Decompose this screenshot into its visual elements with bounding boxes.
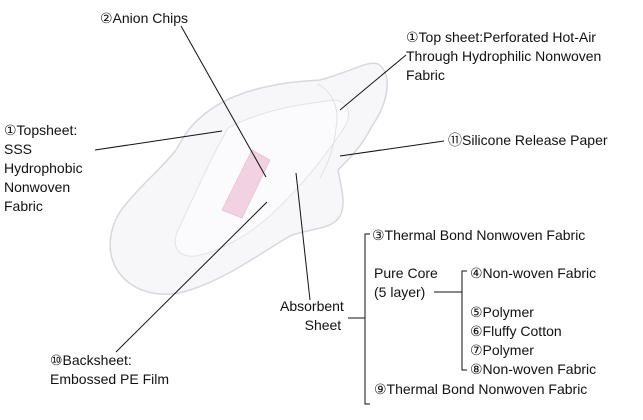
label-absorbent-sheet: Absorbent Sheet bbox=[280, 298, 344, 333]
label-silicone-release-paper: ⑪Silicone Release Paper bbox=[448, 132, 608, 148]
label-top-sheet-perforated: ①Top sheet:Perforated Hot-Air Through Hy… bbox=[406, 29, 602, 83]
label-backsheet: ⑩Backsheet: Embossed PE Film bbox=[50, 352, 170, 387]
label-thermal-bond-top: ③Thermal Bond Nonwoven Fabric bbox=[372, 227, 586, 243]
label-core-layers-5-8: ⑤Polymer ⑥Fluffy Cotton ⑦Polymer ⑧Non-wo… bbox=[470, 304, 597, 377]
line-top-sheet bbox=[339, 54, 407, 111]
line-absorbent bbox=[295, 172, 311, 301]
label-core-layer-4: ④Non-woven Fabric bbox=[470, 265, 597, 281]
line-backsheet bbox=[115, 201, 268, 353]
label-topsheet-sss: ①Topsheet: SSS Hydrophobic Nonwoven Fabr… bbox=[4, 122, 83, 214]
pad-wing-edge bbox=[317, 83, 338, 179]
absorbent-strip bbox=[221, 149, 271, 219]
bracket-core bbox=[461, 270, 467, 371]
line-topsheet-sss bbox=[94, 130, 223, 151]
bracket-main bbox=[364, 233, 370, 405]
pad-inner-channel bbox=[174, 99, 349, 257]
label-thermal-bond-bottom: ⑨Thermal Bond Nonwoven Fabric bbox=[374, 381, 588, 397]
leader-lines bbox=[94, 25, 467, 405]
line-anion-chips bbox=[180, 25, 267, 178]
label-pure-core: Pure Core (5 layer) bbox=[374, 265, 438, 300]
label-anion-chips: ②Anion Chips bbox=[100, 10, 189, 26]
line-silicone bbox=[339, 140, 445, 157]
sanitary-pad-illustration bbox=[109, 62, 388, 295]
